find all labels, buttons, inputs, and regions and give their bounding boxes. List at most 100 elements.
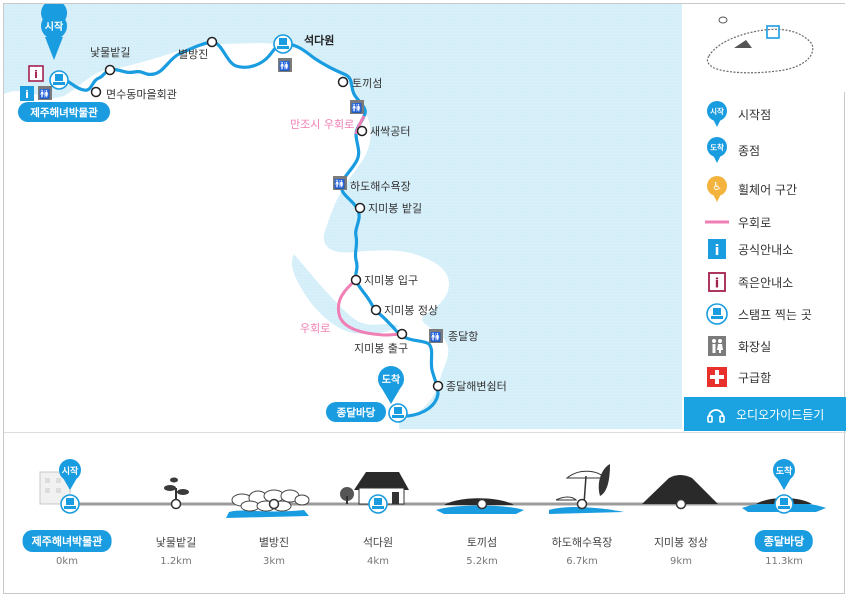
label-jongdal-shelter: 종달해변쉼터: [446, 379, 507, 393]
svg-text:🚻: 🚻: [39, 88, 50, 100]
waypoint-saessak: [356, 125, 368, 137]
label-myeonsu: 면수동마을회관: [106, 88, 177, 101]
stamp-icon: [273, 34, 293, 54]
legend-small-info: i 족은안내소: [704, 270, 793, 294]
svg-text:시작: 시작: [710, 106, 724, 116]
label-jimi-in: 지미봉 입구: [364, 274, 418, 287]
waypoint-jimi-out: [396, 328, 408, 340]
audio-guide-button[interactable]: 오디오가이드듣기: [684, 397, 846, 431]
restroom-icons: 🚻 🚻 🚻 🚻 🚻: [38, 58, 443, 343]
stamp-icon: [49, 70, 69, 90]
start-pin: 시작: [41, 4, 68, 60]
end-pin-icon: 도착: [707, 137, 727, 163]
svg-text:🚻: 🚻: [351, 102, 362, 114]
waypoint-jimi-in: [350, 274, 362, 286]
label-saessak: 새싹공터: [370, 125, 410, 138]
legend-restroom: 화장실: [704, 334, 771, 358]
mountain-illustration: [642, 475, 718, 504]
legend-firstaid: 구급함: [704, 365, 771, 389]
station-km-7: 11.3km: [765, 556, 803, 567]
station-badge-end: 종달바당: [754, 530, 814, 552]
station-km-0: 0km: [56, 556, 78, 567]
restroom-icon: 🚻: [350, 100, 364, 114]
official-info-icon: i: [708, 239, 726, 259]
profile-waypoint-hado: [576, 498, 588, 510]
legend-detour-label: 우회로: [738, 215, 772, 230]
svg-text:i: i: [715, 277, 719, 292]
legend-start: 시작 시작점: [704, 101, 771, 127]
station-km-1: 1.2km: [160, 556, 192, 567]
course-profile-strip: 시작: [39, 459, 826, 518]
end-pin-icon: 도착: [773, 459, 795, 490]
stamp-icon: [60, 494, 80, 514]
small-info-icon: i: [28, 65, 44, 82]
svg-text:i: i: [34, 68, 38, 81]
wheelchair-icon: ♿: [707, 176, 727, 202]
restroom-icon: [708, 336, 726, 356]
label-detour-jimibong: 우회로: [300, 322, 330, 335]
station-km-3: 4km: [367, 556, 389, 567]
stamp-icon: [368, 494, 388, 514]
label-jimibat: 지미봉 밭길: [368, 202, 422, 215]
restroom-icon: 🚻: [278, 58, 292, 72]
svg-text:도착: 도착: [776, 465, 793, 477]
label-detour-high-tide: 만조시 우회로: [290, 118, 354, 131]
headphones-icon: [707, 409, 725, 423]
legend-restroom-label: 화장실: [738, 339, 772, 354]
label-byeolbang: 별방진: [178, 48, 208, 61]
label-tokki: 토끼섬: [352, 77, 382, 90]
small-info-icon: i: [708, 272, 726, 292]
start-badge: 제주해녀박물관: [18, 102, 110, 122]
waypoint-jongdal-shelter: [432, 380, 444, 392]
svg-text:도착: 도착: [382, 373, 401, 386]
first-aid-icon: [707, 367, 727, 387]
legend-end: 도착 종점: [704, 137, 761, 163]
label-jimi-top: 지미봉 정상: [384, 304, 438, 317]
svg-text:종달바당: 종달바당: [337, 406, 376, 419]
label-jongdal-port: 종달항: [448, 330, 478, 343]
svg-text:🚻: 🚻: [430, 331, 441, 343]
waypoint-myeonsu: [90, 86, 102, 98]
station-name-3: 석다원: [362, 536, 394, 549]
station-km-2: 3km: [263, 556, 285, 567]
label-seokdawon: 석다원: [304, 33, 334, 47]
legend-end-label: 종점: [738, 143, 761, 158]
stamp-icon: [388, 403, 408, 423]
course-profile: 시작: [4, 434, 846, 594]
waypoint-jimi-top: [370, 304, 382, 316]
svg-text:🚻: 🚻: [334, 178, 345, 190]
profile-waypoint-jimi-top: [675, 498, 687, 510]
start-pin-icon: 시작: [707, 101, 727, 127]
station-km-6: 9km: [670, 556, 692, 567]
legend-small-info-label: 족은안내소: [738, 275, 794, 290]
end-badge: 종달바당: [326, 402, 386, 422]
legend-stamp: 스탬프 찍는 곳: [704, 302, 812, 326]
detour-jimibong: [336, 278, 403, 337]
waypoint-jimibat: [354, 202, 366, 214]
station-name-4: 토끼섬: [466, 536, 498, 549]
stamp-icon: [774, 494, 794, 514]
profile-waypoint-byeolbang: [268, 498, 280, 510]
legend-official-info: i 공식안내소: [704, 237, 793, 261]
legend-wheelchair: ♿ 휠체어 구간: [704, 176, 798, 202]
detour-high-tide: [354, 115, 366, 135]
station-name-5: 하도해수욕장: [551, 536, 613, 549]
audio-guide-label: 오디오가이드듣기: [736, 407, 825, 422]
restroom-icon: 🚻: [333, 176, 347, 190]
route-map: 낯물밭길 면수동마을회관 별방진 석다원 토끼섬 새싹공터 하도해수욕장 지미봉…: [4, 4, 846, 429]
svg-text:도착: 도착: [710, 142, 724, 152]
start-pin-icon: 시작: [59, 459, 81, 490]
waypoint-byeolbang: [206, 36, 218, 48]
label-jimi-out: 지미봉 출구: [354, 342, 408, 355]
detour-line-icon: [705, 220, 729, 224]
stamp-icon: [706, 303, 728, 325]
legend-wheelchair-label: 휠체어 구간: [738, 182, 798, 197]
svg-text:시작: 시작: [45, 20, 64, 33]
inner-lagoon: [291, 254, 399, 334]
legend-firstaid-label: 구급함: [738, 370, 772, 385]
profile-waypoint-natmul: [170, 498, 182, 510]
svg-text:♿: ♿: [712, 180, 722, 193]
station-name-2: 별방진: [258, 536, 290, 549]
station-name-6: 지미봉 정상: [653, 536, 709, 549]
station-badge-start: 제주해녀박물관: [22, 530, 112, 552]
